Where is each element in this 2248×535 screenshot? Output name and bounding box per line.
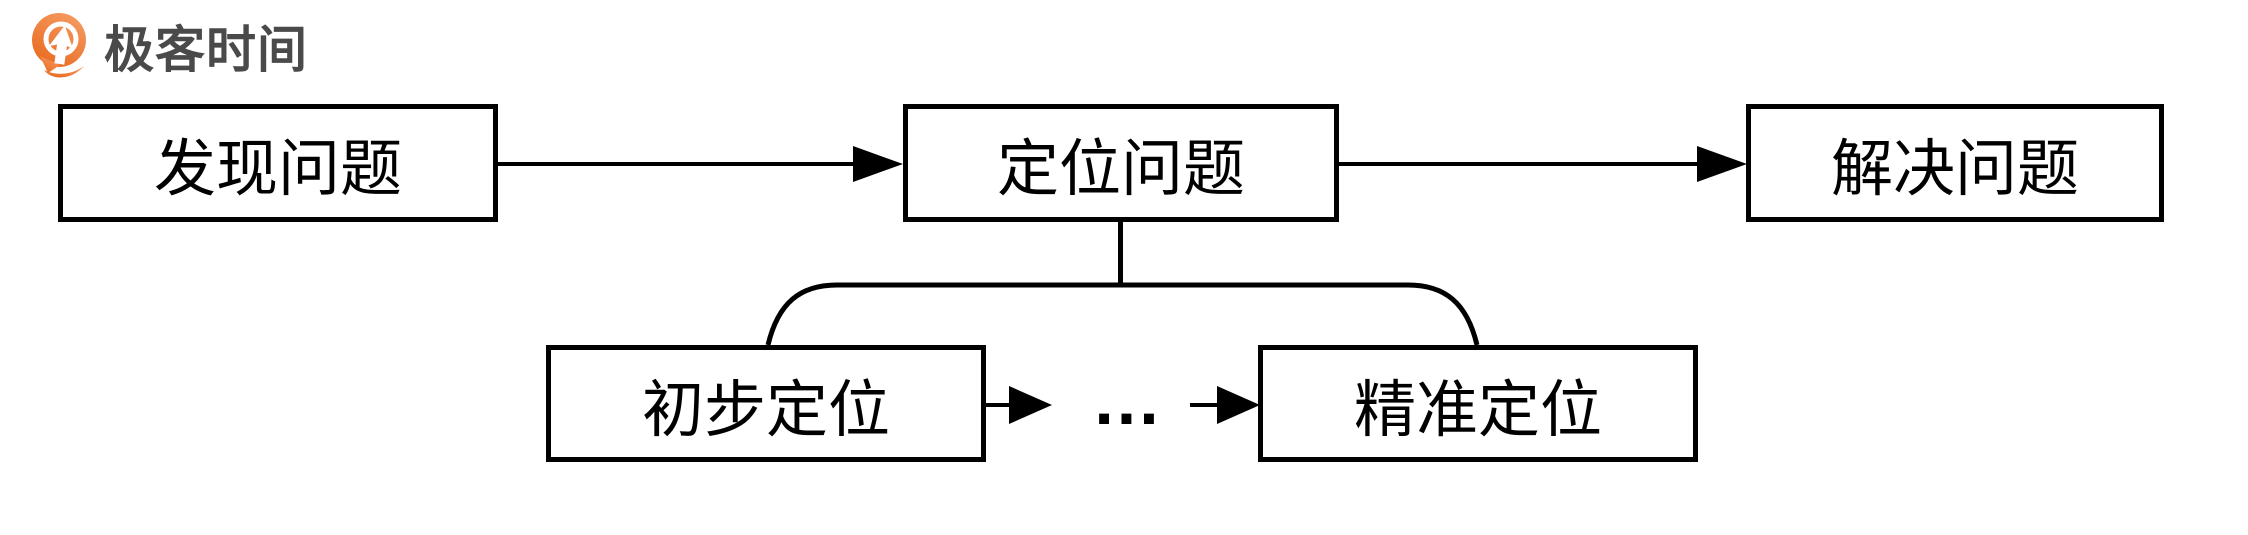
node-discover-problem: 发现问题 <box>58 104 498 222</box>
node-label: 解决问题 <box>1830 135 2079 204</box>
edge-initial-to-ellipsis <box>985 386 1052 424</box>
edge-ellipsis-to-precise <box>1190 386 1260 424</box>
edge-locate-branch <box>765 222 1480 346</box>
logo-text: 极客时间 <box>104 22 308 78</box>
ellipsis-dots: ... <box>1094 361 1162 439</box>
node-label: 发现问题 <box>153 135 402 204</box>
node-locate-problem: 定位问题 <box>903 104 1339 222</box>
node-label: 精准定位 <box>1353 375 1602 445</box>
node-initial-locate: 初步定位 <box>546 345 986 462</box>
node-label: 初步定位 <box>641 375 890 445</box>
node-solve-problem: 解决问题 <box>1746 104 2164 222</box>
branch-curve-left <box>765 282 838 346</box>
edge-locate-to-solve <box>1339 146 1747 182</box>
node-precise-locate: 精准定位 <box>1258 345 1698 462</box>
edge-discover-to-locate <box>498 146 903 182</box>
geektime-logo: 极客时间 <box>28 10 307 84</box>
node-label: 定位问题 <box>996 135 1245 204</box>
branch-curve-right <box>1407 282 1480 346</box>
geektime-pin-icon <box>32 13 86 78</box>
